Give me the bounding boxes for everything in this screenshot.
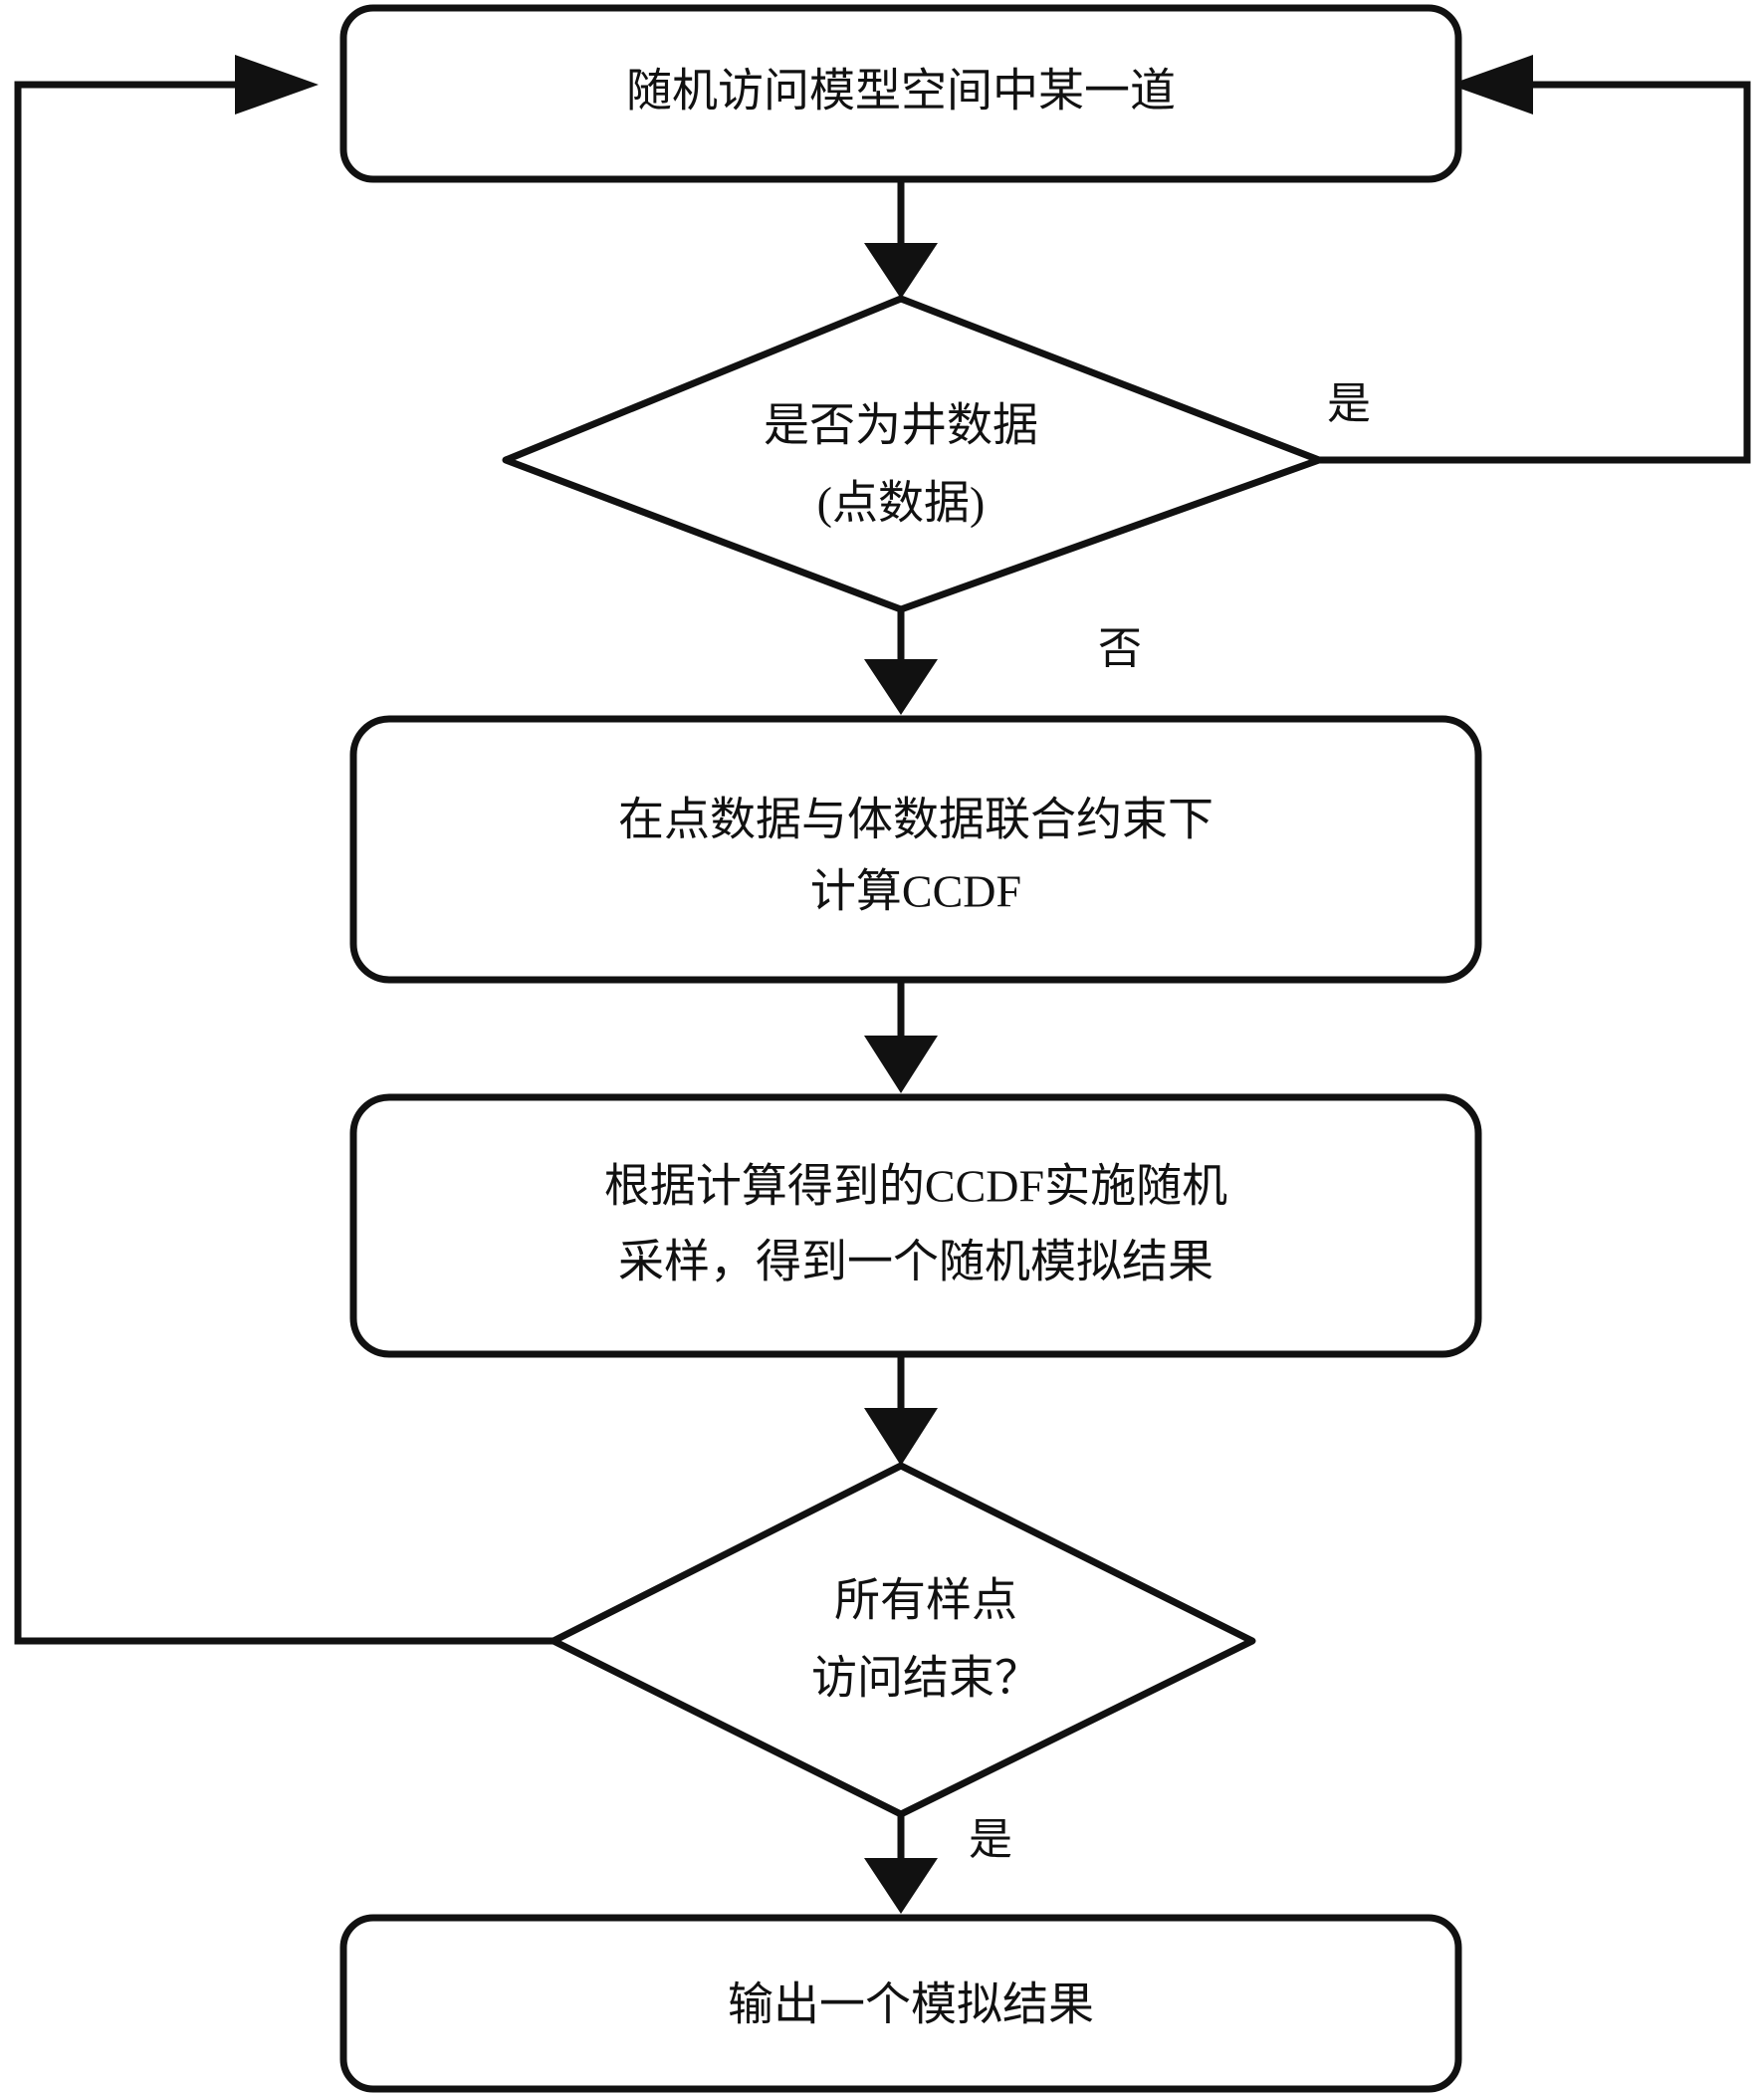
- node-compute-ccdf-label-line2: 计算CCDF: [810, 866, 1021, 917]
- node-compute-ccdf-label-line1: 在点数据与体数据联合约束下: [618, 795, 1213, 845]
- node-all-points-done-shape: [550, 1462, 1256, 1818]
- node-start-visit-label: 随机访问模型空间中某一道: [626, 66, 1176, 116]
- node-random-sampling-label-line2: 采样，得到一个随机模拟结果: [618, 1237, 1213, 1287]
- node-output-result[interactable]: 输出一个模拟结果: [339, 1914, 1462, 2093]
- node-all-points-done-label-line1: 所有样点: [834, 1575, 1017, 1626]
- edge-start-to-decision: [864, 177, 938, 299]
- edge-all-points-to-start-loop: [14, 55, 557, 1645]
- edge-label-all-points-yes: 是: [969, 1815, 1012, 1864]
- node-random-sampling-label-line1: 根据计算得到的CCDF实施随机: [604, 1161, 1227, 1212]
- node-is-well-data-label-line2: (点数据): [817, 478, 986, 529]
- edge-well-data-yes-loop: [1319, 55, 1751, 464]
- edge-sampling-to-decision2: [864, 1352, 938, 1466]
- node-output-result-shape: [339, 1914, 1462, 2093]
- node-all-points-done-label-line2: 访问结束？: [811, 1653, 1040, 1704]
- node-all-points-done[interactable]: 所有样点 访问结束？: [550, 1462, 1256, 1818]
- node-start-visit-shape: [339, 4, 1462, 183]
- edge-ccdf-to-sampling: [864, 974, 938, 1093]
- node-is-well-data-label-line1: 是否为井数据: [764, 400, 1038, 451]
- edge-decision2-yes-to-output: [864, 1812, 938, 1914]
- node-random-sampling-shape: [349, 1093, 1482, 1358]
- node-compute-ccdf[interactable]: 在点数据与体数据联合约束下 计算CCDF: [349, 715, 1482, 984]
- edge-label-well-data-yes: 是: [1327, 379, 1371, 428]
- node-start-visit[interactable]: 随机访问模型空间中某一道: [339, 4, 1462, 183]
- node-is-well-data[interactable]: 是否为井数据 (点数据): [502, 295, 1323, 613]
- node-output-result-label: 输出一个模拟结果: [728, 1979, 1094, 2030]
- node-is-well-data-shape: [502, 295, 1323, 613]
- node-random-sampling[interactable]: 根据计算得到的CCDF实施随机 采样，得到一个随机模拟结果: [349, 1093, 1482, 1358]
- node-compute-ccdf-shape: [349, 715, 1482, 984]
- edge-label-well-data-no: 否: [1098, 624, 1142, 673]
- edge-decision-no-to-ccdf: [864, 607, 938, 715]
